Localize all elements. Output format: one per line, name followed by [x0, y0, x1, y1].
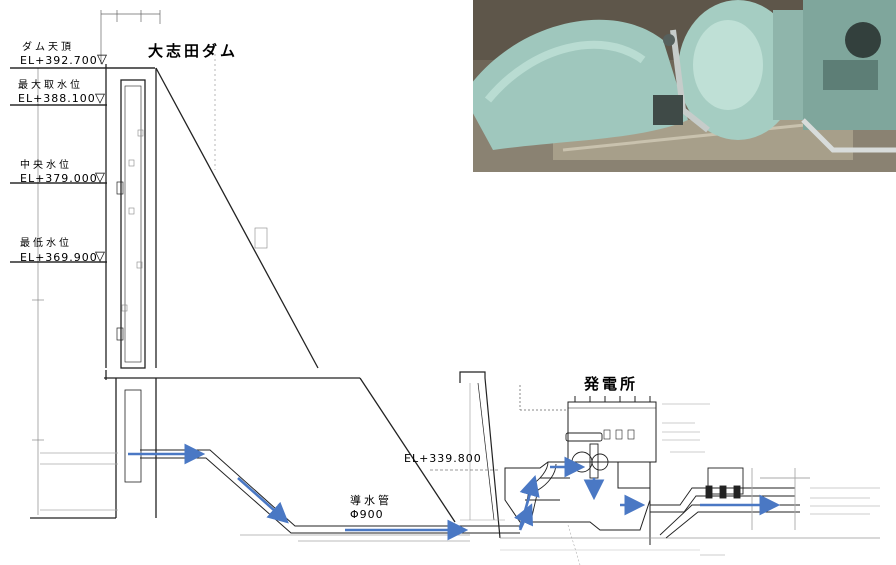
powerhouse-name: 発電所	[584, 375, 639, 393]
tailrace	[650, 467, 810, 539]
powerhouse-walls	[430, 371, 505, 539]
level-triangle-icon: ▽	[97, 52, 107, 67]
level-label-dam-crest: ダム天頂	[22, 42, 74, 53]
dam-body	[30, 64, 456, 523]
level-triangle-icon: ▽	[95, 249, 105, 264]
powerhouse-elevation: EL+339.800	[404, 452, 482, 465]
penstock-label: 導水管	[350, 494, 392, 507]
level-triangle-icon: ▽	[95, 91, 105, 106]
tower-details	[121, 54, 268, 312]
flow-arrows	[128, 443, 781, 541]
dam-name: 大志田ダム	[148, 42, 239, 60]
turbine-photo-illustration	[473, 0, 896, 172]
level-triangle-icon: ▽	[95, 170, 105, 185]
top-dimension-lines	[100, 10, 161, 64]
level-elevation-dam-crest: EL+392.700	[20, 54, 98, 67]
level-label-center: 中央水位	[20, 160, 72, 171]
downstream-levels	[40, 452, 118, 511]
water-level-lines	[10, 67, 155, 263]
flow-arrow-slope	[237, 477, 289, 524]
level-label-max-intake: 最大取水位	[18, 80, 83, 91]
level-elevation-min: EL+369.900	[20, 251, 98, 264]
level-label-min: 最低水位	[20, 238, 72, 249]
level-elevation-max-intake: EL+388.100	[18, 92, 96, 105]
turbine-generator-photo	[473, 0, 896, 172]
level-elevation-center: EL+379.000	[20, 172, 98, 185]
penstock-diameter: Φ900	[350, 508, 384, 521]
flow-arrow-riser-2	[518, 475, 540, 529]
left-dimension-line	[32, 68, 44, 515]
annotation-lines	[567, 403, 880, 565]
penstock-pipe	[140, 449, 520, 542]
